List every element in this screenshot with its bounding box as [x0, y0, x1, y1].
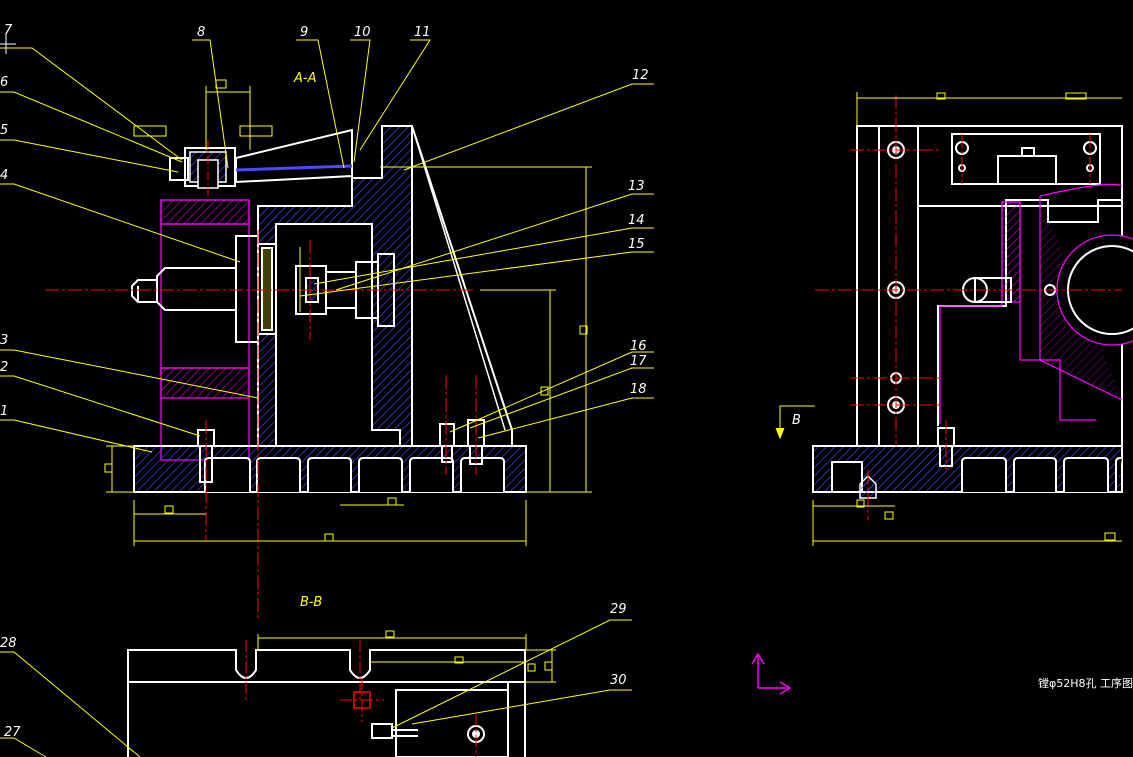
- process-drawing-title: 镗φ52H8孔 工序图: [1038, 677, 1133, 690]
- callout-15: 15: [628, 237, 645, 252]
- callout-1: 1: [0, 404, 9, 419]
- callout-16: 16: [630, 339, 647, 354]
- callout-3: 3: [0, 333, 9, 348]
- side-center-lines: [815, 95, 1122, 520]
- callout-30: 30: [610, 673, 627, 688]
- callout-7: 7: [4, 23, 13, 38]
- crosshair-icon: [0, 34, 16, 54]
- clamp-arm: [235, 128, 353, 184]
- clamp-screw: [169, 140, 236, 200]
- callout-4: 4: [0, 168, 9, 183]
- callout-5: 5: [0, 123, 9, 138]
- callout-13: 13: [628, 179, 645, 194]
- ucs-axis-icon: [751, 652, 792, 695]
- side-view: [775, 92, 1133, 546]
- leader-lines: [0, 39, 654, 453]
- section-view-bb: [0, 619, 632, 757]
- section-view-aa: [0, 39, 654, 620]
- section-label-bb: B-B: [300, 595, 323, 610]
- callout-28: 28: [0, 636, 17, 651]
- callout-2: 2: [0, 360, 9, 375]
- bb-dimensions: [0, 619, 632, 757]
- side-workpiece: [939, 183, 1133, 424]
- bb-center-lines: [245, 640, 477, 757]
- callout-10: 10: [354, 25, 371, 40]
- callout-9: 9: [300, 25, 309, 40]
- callout-11: 11: [414, 25, 431, 40]
- base-plate: [133, 445, 527, 493]
- side-view-base: [812, 427, 1123, 499]
- section-label-aa: A-A: [294, 71, 317, 86]
- callout-29: 29: [610, 602, 627, 617]
- view-label-b: B: [792, 413, 801, 428]
- callout-12: 12: [632, 68, 649, 83]
- callout-17: 17: [630, 354, 647, 369]
- callout-14: 14: [628, 213, 645, 228]
- callout-27: 27: [4, 725, 21, 740]
- callout-8: 8: [197, 25, 206, 40]
- side-dimensions: [775, 92, 1122, 546]
- center-lines: [45, 230, 477, 620]
- dimension-lines: [104, 79, 592, 546]
- callout-6: 6: [0, 75, 9, 90]
- callout-18: 18: [630, 382, 647, 397]
- boring-bar: [131, 235, 277, 343]
